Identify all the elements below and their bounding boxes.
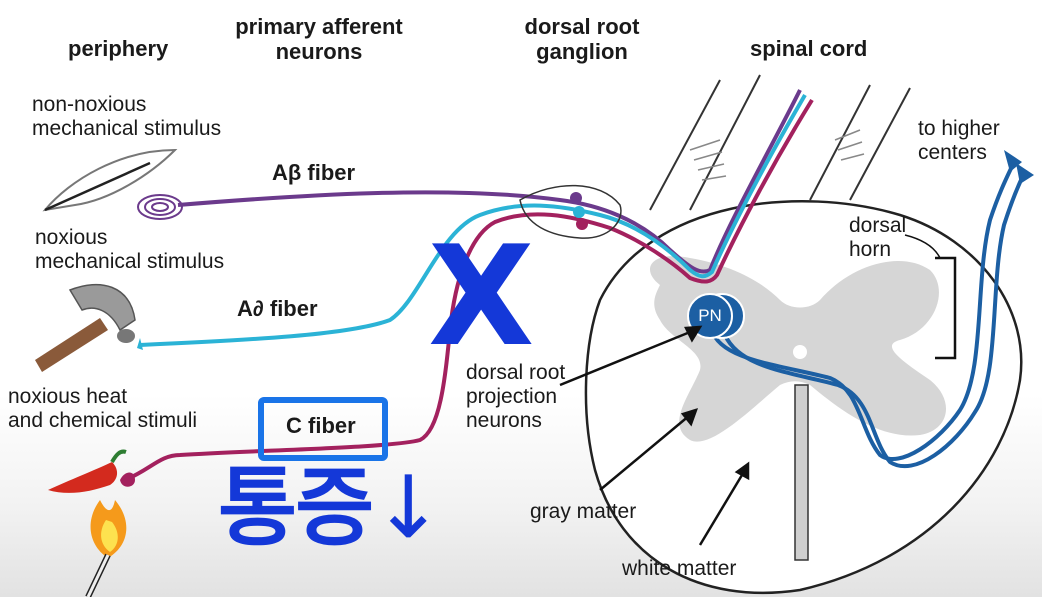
gray-matter-pointer-line: [599, 414, 691, 491]
dorsal-horn-bracket: [935, 256, 957, 360]
label-gray-matter: gray matter: [530, 500, 637, 523]
label-c-fiber: C fiber: [286, 413, 356, 438]
root-hatching: [689, 129, 865, 181]
dorsal-root-bundle-left: [649, 79, 721, 211]
label-to-higher-centers: to higher centers: [918, 117, 1000, 165]
pain-decrease-annotation: 통증↓: [218, 465, 444, 551]
torch-flame-icon: [85, 500, 127, 597]
pain-korean-text: 통증: [218, 458, 374, 558]
label-dorsal-horn: dorsal horn: [849, 214, 907, 262]
hammer-icon: [35, 283, 136, 372]
header-primary-afferent: primary afferent neurons: [235, 14, 403, 65]
white-matter-pointer-head: [734, 461, 750, 481]
a-beta-receptor-ending: [137, 194, 183, 220]
down-arrow-icon: ↓: [372, 458, 444, 558]
label-a-beta-fiber: Aβ fiber: [272, 160, 356, 185]
projection-pointer-head: [684, 325, 703, 343]
higher-centers-arrowhead-2: [1016, 163, 1034, 184]
ganglion-cell-c: [576, 218, 588, 230]
dorsal-root-bundle-left-2: [689, 74, 761, 211]
gray-matter-pointer-head: [680, 408, 699, 427]
header-periphery: periphery: [68, 36, 169, 61]
ganglion-cell-adelta: [573, 206, 585, 218]
ganglion-cell-abeta: [570, 192, 582, 204]
a-delta-receptor-ending: [137, 338, 143, 350]
white-matter-pointer-line: [698, 469, 747, 546]
blocked-x-mark: X: [428, 216, 535, 377]
label-noxious-heat: noxious heat and chemical stimuli: [8, 385, 198, 433]
label-a-delta-fiber: A∂ fiber: [237, 296, 318, 321]
projection-neuron-tract-2: [723, 169, 1028, 469]
central-canal: [793, 345, 807, 359]
header-dorsal-root-ganglion: dorsal root ganglion: [524, 14, 640, 65]
c-fiber-path: [124, 98, 814, 482]
header-spinal-cord: spinal cord: [750, 36, 868, 61]
feather-icon: [42, 148, 178, 212]
label-noxious-mechanical: noxious mechanical stimulus: [35, 226, 225, 274]
a-beta-fiber-path: [177, 89, 802, 274]
projection-pointer-line: [559, 328, 696, 387]
projection-neuron-tract: [710, 159, 1017, 461]
dorsal-root-ganglion-outline: [519, 184, 622, 239]
c-fiber-receptor-ending: [120, 472, 135, 487]
projection-neuron-label: PN: [698, 306, 722, 325]
label-non-noxious: non-noxious mechanical stimulus: [32, 93, 222, 141]
ventral-fissure: [794, 384, 809, 561]
higher-centers-arrowhead-1: [1004, 150, 1022, 172]
dorsal-root-bundle-right: [809, 84, 871, 201]
chili-pepper-icon: [48, 449, 127, 493]
label-white-matter: white matter: [622, 557, 737, 580]
dorsal-root-bundle-right-2: [849, 87, 911, 201]
label-projection-neurons: dorsal root projection neurons: [466, 361, 566, 433]
c-fiber-highlight-box: [258, 397, 388, 461]
